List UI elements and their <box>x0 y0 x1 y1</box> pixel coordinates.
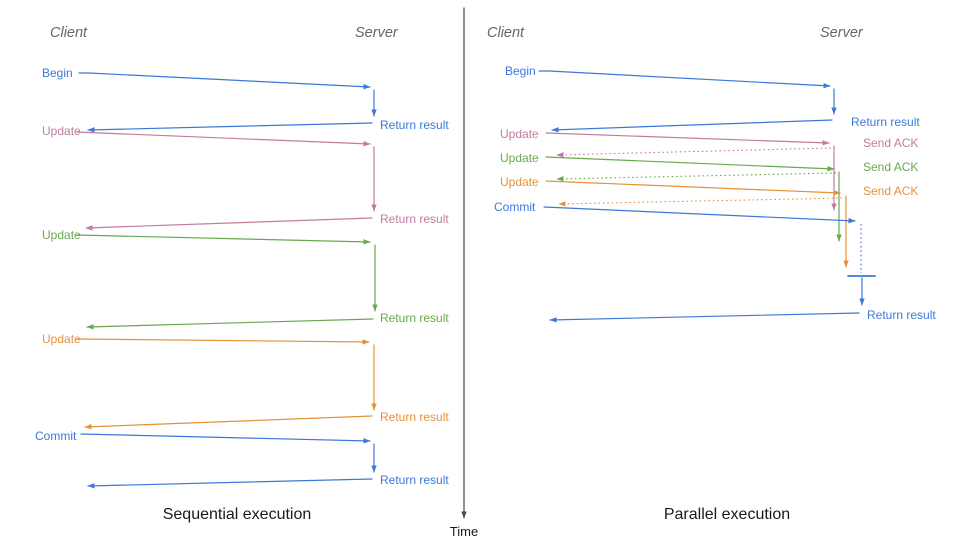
response-label: Return result <box>867 308 936 322</box>
response-arrow <box>549 312 860 323</box>
request-arrow <box>80 433 371 444</box>
ack-arrow-dotted <box>556 172 837 182</box>
server-header: Server <box>355 25 399 41</box>
message-update-3: Update Return result <box>42 332 449 430</box>
message-label: Begin <box>42 66 73 80</box>
response-label: Return result <box>380 311 449 325</box>
request-arrow <box>545 132 830 146</box>
request-arrow <box>76 131 371 147</box>
panel-caption: Sequential execution <box>163 506 312 523</box>
message-update-1: Update Return result <box>42 124 449 231</box>
request-arrow <box>545 180 841 196</box>
response-arrow <box>85 217 373 231</box>
request-arrow <box>76 234 371 245</box>
message-label: Update <box>42 228 81 242</box>
response-label: Return result <box>380 410 449 424</box>
message-label: Update <box>42 332 81 346</box>
message-begin: Begin Return result <box>42 66 449 133</box>
ack-arrow-dotted <box>556 147 832 158</box>
server-header: Server <box>820 25 864 41</box>
client-header: Client <box>487 25 525 41</box>
message-update-2: Update Return result <box>42 228 449 330</box>
message-label: Commit <box>494 200 536 214</box>
message-label: Begin <box>505 64 536 78</box>
message-label: Update <box>500 127 539 141</box>
response-arrow <box>87 122 373 133</box>
response-arrow <box>84 415 373 430</box>
sequential-panel: Client Server Begin Return result Update… <box>35 25 449 523</box>
response-label: Send ACK <box>863 184 918 198</box>
message-update-3: Update Send ACK <box>500 175 918 268</box>
message-label: Update <box>500 175 539 189</box>
response-arrow <box>551 119 833 133</box>
response-label: Return result <box>380 118 449 132</box>
request-arrow <box>545 156 835 172</box>
message-begin: Begin Return result <box>505 64 920 133</box>
message-update-2: Update Send ACK <box>500 151 918 242</box>
message-label: Commit <box>35 429 77 443</box>
response-label: Return result <box>851 115 920 129</box>
request-arrow <box>538 70 831 89</box>
response-arrow <box>87 478 373 489</box>
response-arrow <box>86 318 374 330</box>
response-label: Return result <box>380 473 449 487</box>
time-axis-label: Time <box>450 524 478 539</box>
request-arrow <box>78 72 371 90</box>
message-commit: Commit Return result <box>35 429 449 489</box>
client-header: Client <box>50 25 88 41</box>
message-label: Update <box>42 124 81 138</box>
response-label: Send ACK <box>863 160 918 174</box>
response-label: Return result <box>380 212 449 226</box>
parallel-panel: Client Server Begin Return result Update… <box>487 25 936 523</box>
request-arrow <box>76 338 370 345</box>
panel-caption: Parallel execution <box>664 506 790 523</box>
request-arrow <box>543 206 856 224</box>
ack-arrow-dotted <box>558 197 843 207</box>
message-commit: Commit Return result <box>494 200 936 323</box>
message-label: Update <box>500 151 539 165</box>
message-update-1: Update Send ACK <box>500 127 918 211</box>
response-label: Send ACK <box>863 136 918 150</box>
time-axis: Time <box>450 7 478 539</box>
